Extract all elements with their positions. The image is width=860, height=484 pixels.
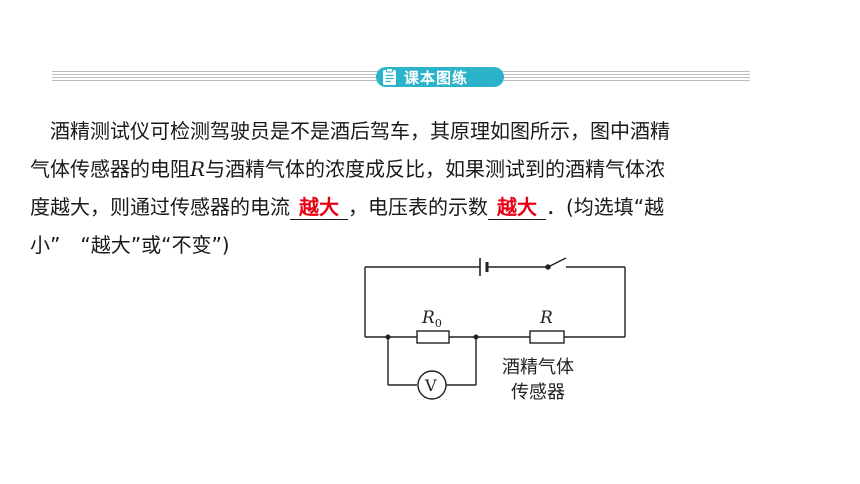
r0-label: R0 (421, 308, 442, 330)
junction-left (385, 334, 391, 340)
voltmeter-label: V (424, 376, 437, 395)
sensor-label-line1: 酒精气体 (502, 357, 574, 378)
r-label: R (539, 308, 553, 328)
answer-blank-1[interactable]: 越大 (290, 195, 348, 220)
question-line-4: 小” “越大”或“不变”) (30, 233, 230, 257)
junction-right (473, 334, 479, 340)
answer-2: 越大 (497, 195, 537, 219)
resistor-r0 (416, 330, 450, 344)
switch-blade (547, 257, 567, 268)
question-text: 酒精测试仪可检测驾驶员是不是酒后驾车，其原理如图所示，图中酒精 气体传感器的电阻… (30, 112, 810, 264)
sensor-label-line2: 传感器 (511, 382, 565, 403)
circuit-diagram: R0 R V 酒精气体 传感器 (360, 255, 640, 415)
question-line-2: 气体传感器的电阻R与酒精气体的浓度成反比，如果测试到的酒精气体浓 (30, 157, 666, 181)
question-line-3: 度越大，则通过传感器的电流越大，电压表的示数越大．(均选填“越 (30, 195, 665, 220)
clipboard-icon (383, 68, 396, 85)
resistor-variable: R (190, 157, 206, 181)
answer-1: 越大 (299, 195, 339, 219)
badge-label: 课本图练 (404, 68, 469, 87)
resistor-r (529, 330, 565, 344)
section-header: 课本图练 (52, 67, 750, 87)
answer-blank-2[interactable]: 越大 (488, 195, 546, 220)
circuit-svg: R0 R V 酒精气体 传感器 (364, 257, 626, 403)
question-line-1: 酒精测试仪可检测驾驶员是不是酒后驾车，其原理如图所示，图中酒精 (50, 119, 670, 143)
section-badge: 课本图练 (376, 67, 504, 87)
